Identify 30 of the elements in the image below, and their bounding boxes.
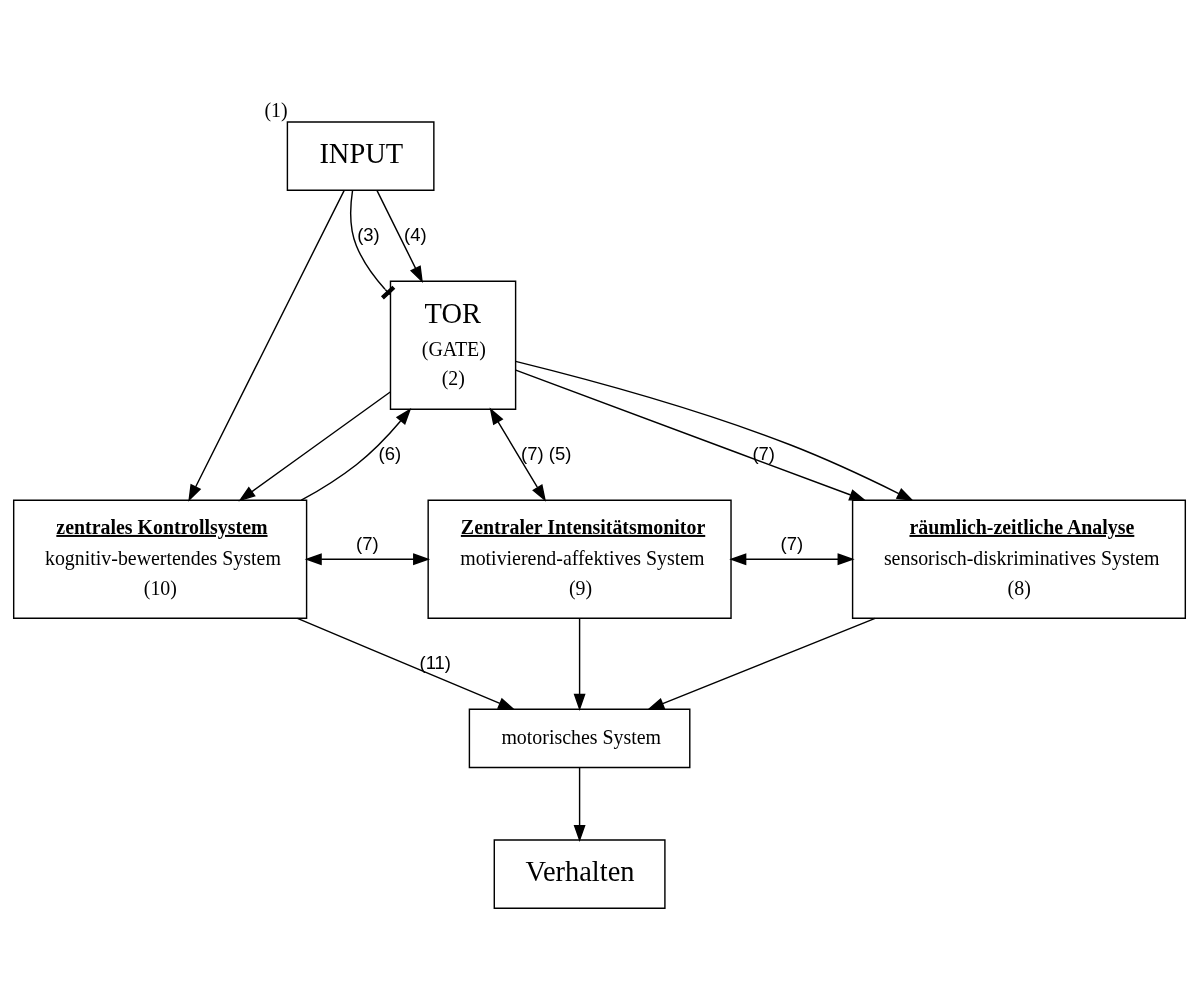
arrow [647, 617, 876, 710]
arrow [729, 552, 855, 565]
node-box: Zentraler Intensitätsmonitor motivierend-affektives System (9) [427, 499, 732, 619]
edge-label: (6) [378, 442, 402, 464]
arrow [296, 617, 516, 710]
arrow [514, 360, 914, 501]
node-box: Verhalten [493, 838, 666, 909]
arrow [573, 617, 586, 711]
node-box: zentrales Kontrollsystem kognitiv-bewertendes System (10) [13, 499, 308, 619]
node-box: räumlich-zeitliche Analyse sensorisch-diskriminatives System (8) [851, 499, 1186, 619]
arrow [515, 368, 867, 501]
arrow [304, 552, 431, 565]
edge-label: (11) [419, 651, 452, 673]
arrow [376, 189, 423, 283]
edge-label: (4) [404, 223, 427, 245]
connector [350, 189, 396, 299]
node-label: (1) [264, 98, 288, 121]
arrow [188, 189, 345, 502]
edge-label: (7) [752, 442, 776, 464]
node-box: INPUT [286, 120, 435, 191]
node-box: TOR (GATE) (2) [389, 280, 517, 410]
arrow [300, 407, 412, 501]
edge-label: (7) [780, 532, 804, 554]
node-box: motorisches System [468, 708, 691, 768]
arrow [489, 407, 547, 502]
arrow [573, 766, 586, 842]
edge-label: (7) [356, 532, 379, 554]
arrow [238, 390, 391, 501]
edge-label: (7) (5) [521, 442, 572, 464]
edge-label: (3) [357, 223, 380, 245]
